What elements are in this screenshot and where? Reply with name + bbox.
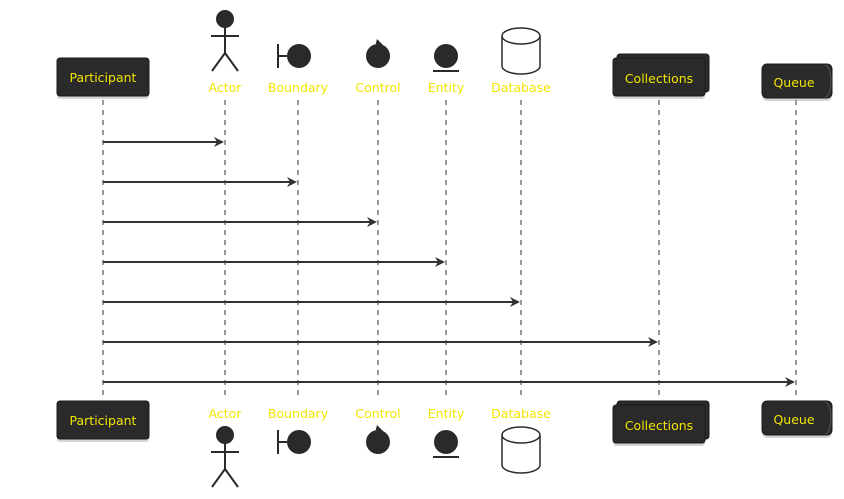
message-arrow-database <box>103 297 520 307</box>
actor-label: Actor <box>209 406 243 421</box>
database-label: Database <box>491 406 551 421</box>
entity-icon <box>433 44 459 72</box>
queue-head-bottom: Queue <box>761 400 833 438</box>
control-head-bottom: Control <box>355 406 401 454</box>
participant-label: Participant <box>70 413 137 428</box>
entity-label: Entity <box>428 406 465 421</box>
message-arrow-boundary <box>103 177 297 187</box>
entity-head-bottom: Entity <box>428 406 465 458</box>
control-head-top: Control <box>355 39 401 95</box>
participant-label: Participant <box>70 70 137 85</box>
entity-label: Entity <box>428 80 465 95</box>
database-head-bottom: Database <box>491 406 551 474</box>
queue-label: Queue <box>773 75 814 90</box>
message-arrow-actor <box>103 137 224 147</box>
arrowhead <box>435 257 445 267</box>
collections-label: Collections <box>625 418 693 433</box>
collections-head-bottom: Collections <box>612 400 710 446</box>
message-arrow-entity <box>103 257 445 267</box>
queue-head-top: Queue <box>761 63 833 101</box>
database-cylinder-icon <box>501 426 541 474</box>
messages <box>103 137 795 387</box>
entity-icon <box>433 430 459 458</box>
boundary-icon <box>277 44 311 68</box>
stick-figure-icon <box>211 426 239 488</box>
entity-head-top: Entity <box>428 44 465 95</box>
collections-box <box>612 57 706 97</box>
control-label: Control <box>355 80 400 95</box>
boundary-label: Boundary <box>268 406 329 421</box>
queue-box <box>761 63 833 99</box>
actor-head-top: Actor <box>209 10 243 95</box>
participant-box <box>56 400 150 440</box>
queue-end-cap <box>824 401 832 435</box>
boundary-icon <box>277 430 311 454</box>
control-label: Control <box>355 406 400 421</box>
arrowhead <box>367 217 377 227</box>
participant-heads-bottom: Participant Actor Boundary Control Entity Dat… <box>56 400 833 488</box>
participant-head-top: Participant <box>56 57 150 99</box>
lifelines <box>102 100 797 400</box>
message-arrow-control <box>103 217 377 227</box>
actor-label: Actor <box>209 80 243 95</box>
collections-box <box>612 404 706 444</box>
participant-head-bottom: Participant <box>56 400 150 442</box>
message-arrow-queue <box>103 377 795 387</box>
participant-box <box>56 57 150 97</box>
stick-figure-icon <box>211 10 239 72</box>
database-label: Database <box>491 80 551 95</box>
message-arrow-collections <box>103 337 658 347</box>
queue-end-cap <box>824 64 832 98</box>
control-icon <box>366 39 390 68</box>
database-head-top: Database <box>491 27 551 95</box>
collections-label: Collections <box>625 71 693 86</box>
database-cylinder-icon <box>501 27 541 75</box>
actor-head-bottom: Actor <box>209 406 243 488</box>
queue-box <box>761 400 833 436</box>
arrowhead <box>214 137 224 147</box>
control-icon <box>366 425 390 454</box>
boundary-head-bottom: Boundary <box>268 406 329 454</box>
boundary-head-top: Boundary <box>268 44 329 95</box>
collections-head-top: Collections <box>612 53 710 99</box>
arrowhead <box>648 337 658 347</box>
arrowhead <box>785 377 795 387</box>
queue-label: Queue <box>773 412 814 427</box>
arrowhead <box>287 177 297 187</box>
arrowhead <box>510 297 520 307</box>
boundary-label: Boundary <box>268 80 329 95</box>
